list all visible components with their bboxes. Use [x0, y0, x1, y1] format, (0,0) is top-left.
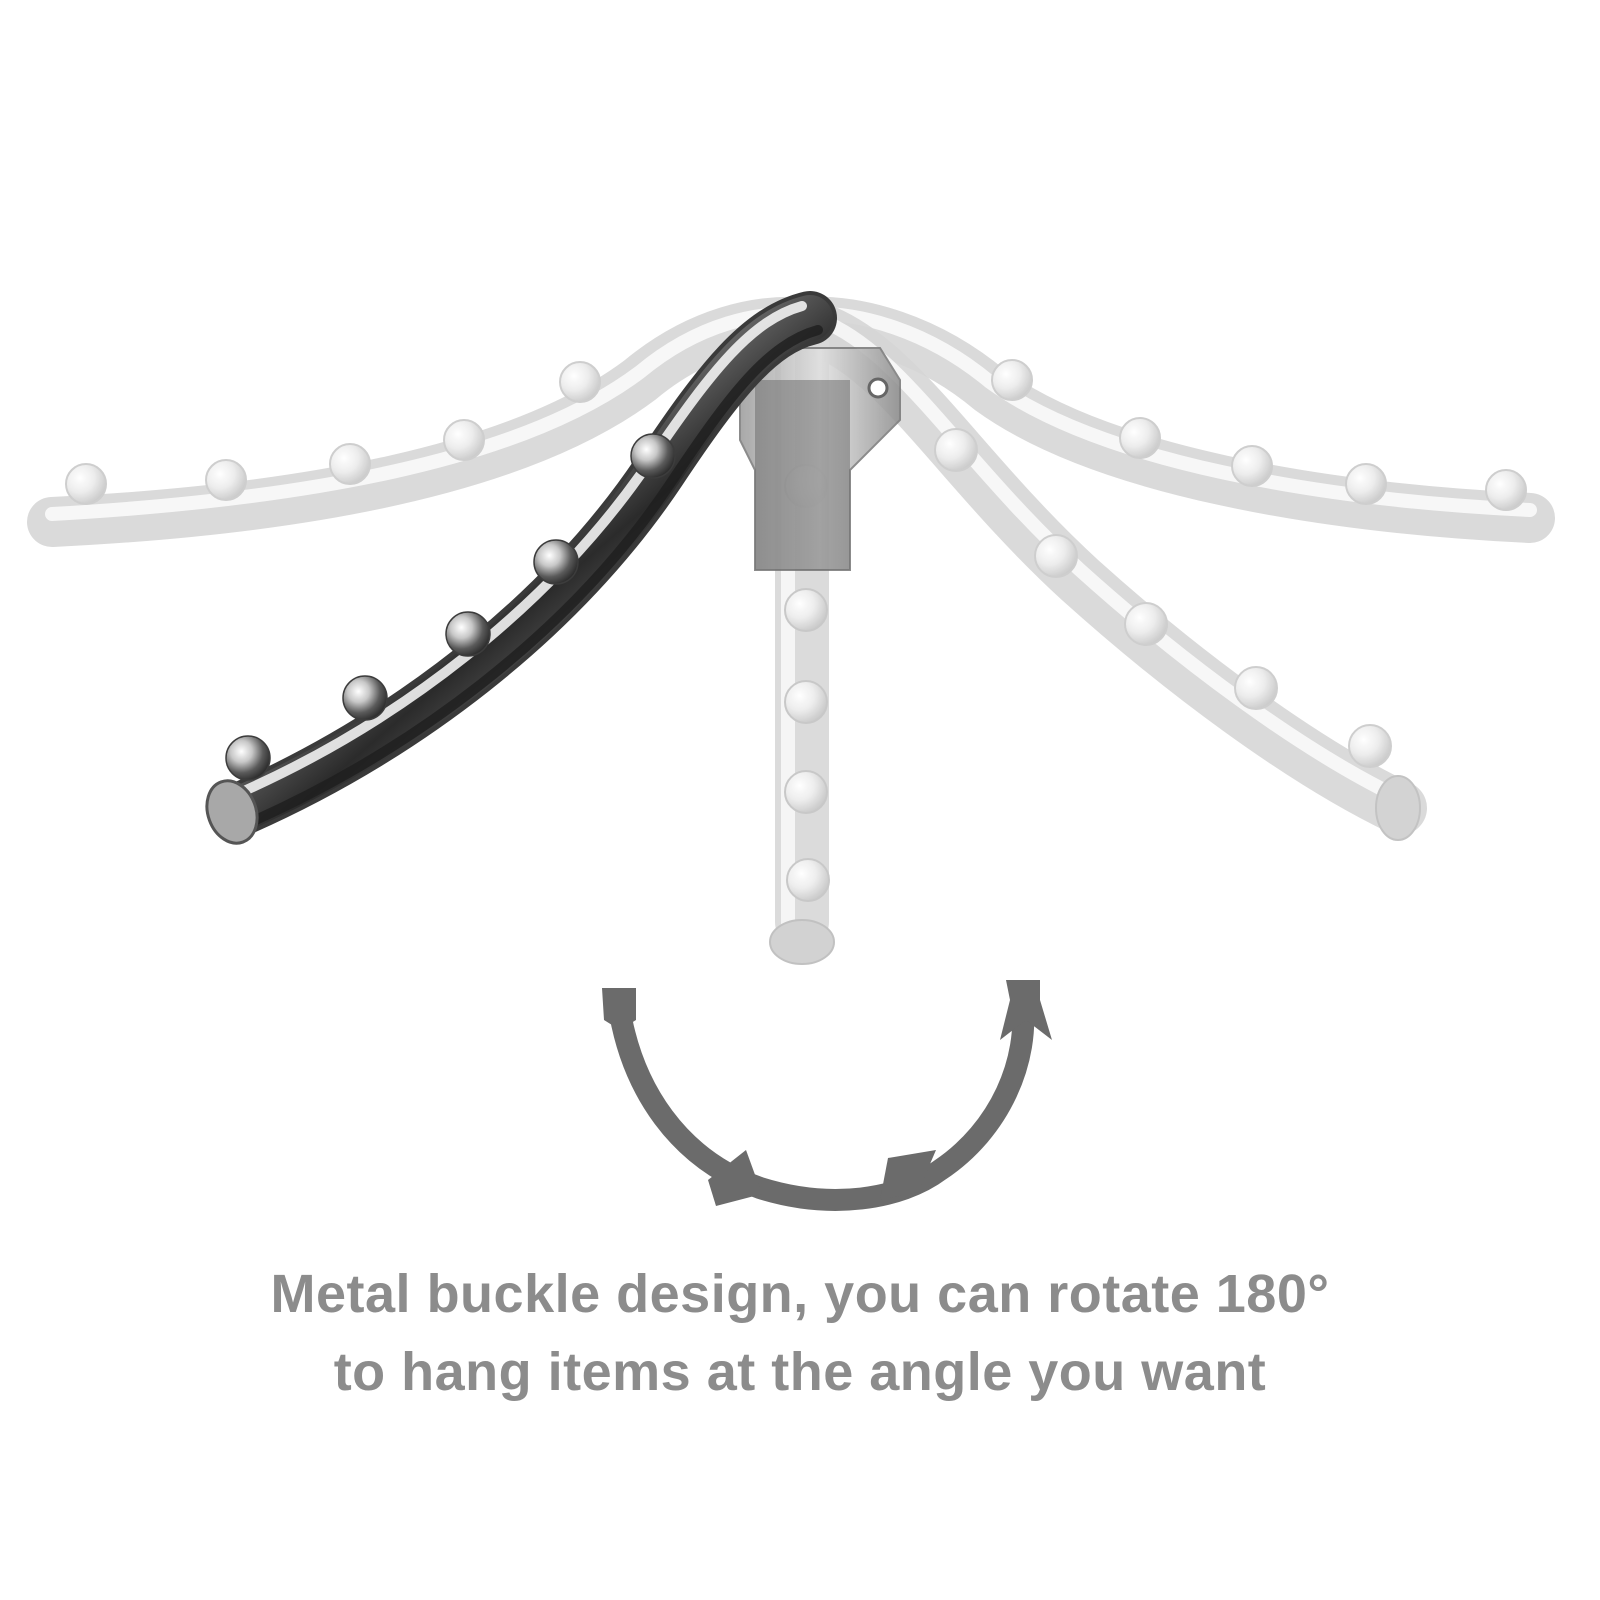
bracket-screw-hole [867, 377, 889, 399]
chrome-rod-left-diagonal [205, 291, 837, 845]
mounting-bracket [739, 347, 901, 571]
ghost-knobs-left [65, 361, 601, 505]
ghost-rod-right-horizontal [775, 296, 1555, 543]
ghost-rod-bottom-cap [769, 919, 835, 965]
ghost-knobs-right [991, 359, 1527, 511]
caption-line-2: to hang items at the angle you want [333, 1342, 1267, 1402]
ghost-rod-right-diagonal [793, 303, 1427, 841]
chrome-rod-end-cap [205, 779, 259, 845]
caption-line-1: Metal buckle design, you can rotate 180° [270, 1264, 1330, 1324]
chrome-knobs [225, 433, 676, 781]
ghost-rod-end-cap [1375, 775, 1421, 841]
rotate-180-arrow-icon [602, 980, 1052, 1211]
ghost-knobs-diagonal [934, 428, 1392, 768]
